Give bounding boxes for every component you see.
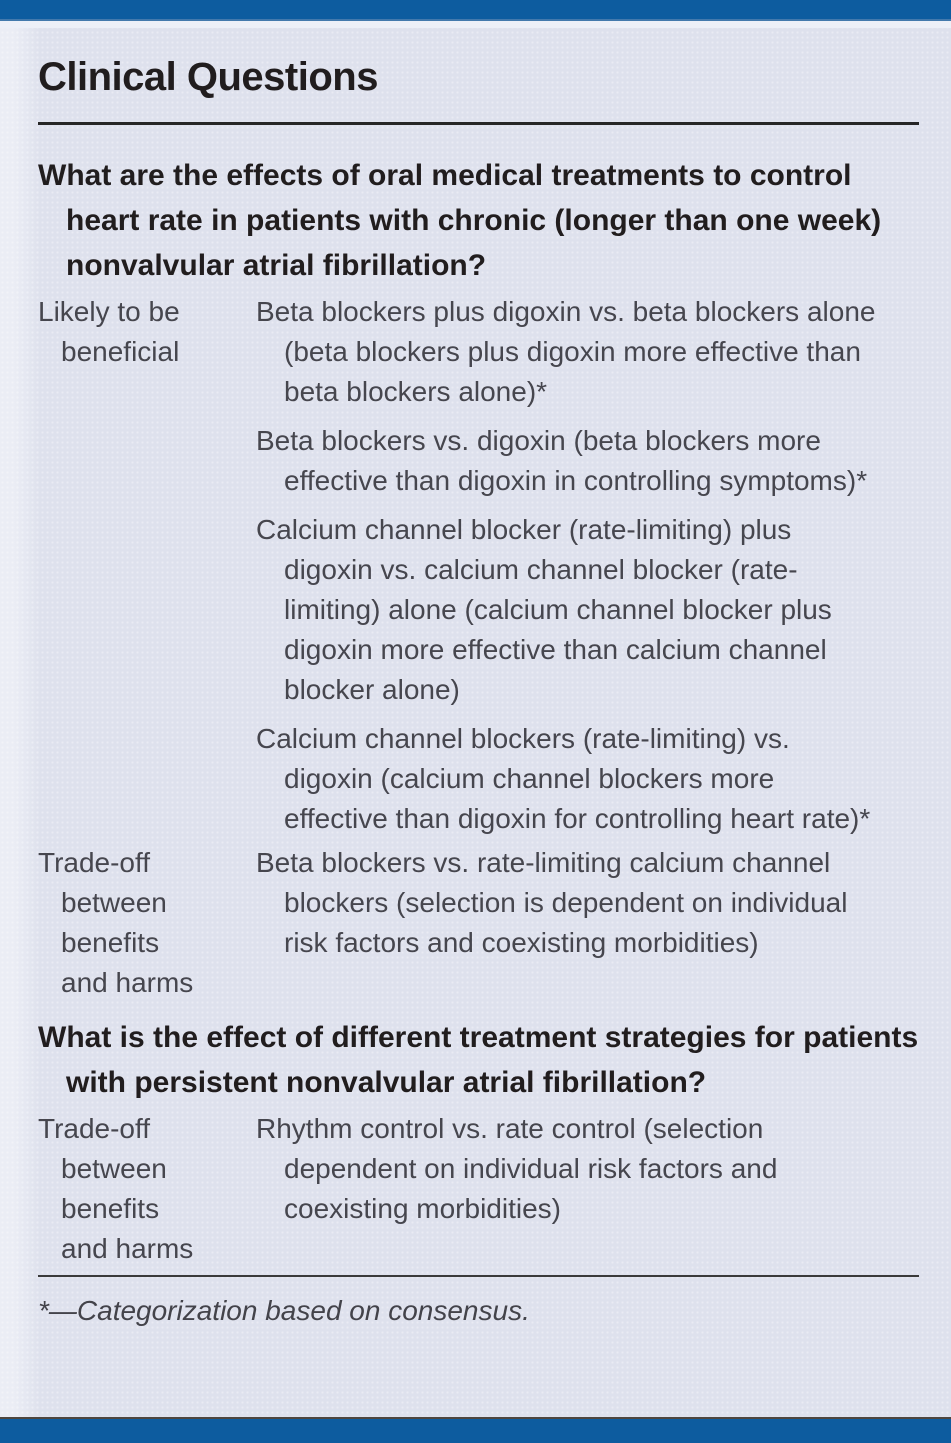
category-label-line: benefits — [61, 927, 160, 958]
category-label-line: Trade-off — [38, 1113, 151, 1144]
category-label-line: benefits — [61, 1193, 160, 1224]
category-label-line: Likely to be — [38, 296, 180, 327]
treatment-items: Beta blockers plus digoxin vs. beta bloc… — [256, 292, 884, 839]
treatment-items: Beta blockers vs. rate-limiting calcium … — [256, 843, 884, 1003]
question-heading-2: What is the effect of different treatmen… — [38, 1021, 919, 1099]
category-label-line: and harms — [61, 1233, 194, 1264]
category-row: Trade-off between benefits and harms Rhy… — [38, 1109, 919, 1269]
treatment-item: Beta blockers vs. digoxin (beta blockers… — [256, 425, 868, 496]
category-label-line: and harms — [61, 967, 194, 998]
panel-title: Clinical Questions — [38, 55, 378, 99]
panel-content: Clinical Questions What are the effects … — [0, 28, 951, 1417]
title-divider — [38, 122, 919, 125]
treatment-item: Calcium channel blockers (rate-limiting)… — [256, 723, 871, 834]
category-label-line: between — [61, 887, 167, 918]
treatment-item: Calcium channel blocker (rate-limiting) … — [256, 514, 832, 705]
footnote: *—Categorization based on consensus. — [38, 1295, 530, 1326]
category-label-line: between — [61, 1153, 167, 1184]
question-section-2: What is the effect of different treatmen… — [38, 1015, 919, 1269]
category-row: Likely to be beneficial Beta blockers pl… — [38, 292, 919, 839]
category-label-line: beneficial — [61, 336, 180, 367]
treatment-item: Rhythm control vs. rate control (selecti… — [256, 1113, 778, 1224]
category-row: Trade-off between benefits and harms Bet… — [38, 843, 919, 1003]
category-label-likely-beneficial: Likely to be beneficial — [38, 292, 256, 839]
question-section-1: What are the effects of oral medical tre… — [38, 153, 919, 1003]
category-label-trade-off: Trade-off between benefits and harms — [38, 1109, 256, 1269]
category-label-trade-off: Trade-off between benefits and harms — [38, 843, 256, 1003]
top-accent-band — [0, 21, 951, 28]
bottom-accent-bar — [0, 1419, 951, 1443]
treatment-item: Beta blockers vs. rate-limiting calcium … — [256, 847, 848, 958]
treatment-items: Rhythm control vs. rate control (selecti… — [256, 1109, 884, 1269]
footnote-divider — [38, 1275, 919, 1277]
category-label-line: Trade-off — [38, 847, 151, 878]
treatment-item: Beta blockers plus digoxin vs. beta bloc… — [256, 296, 876, 407]
question-heading-1: What are the effects of oral medical tre… — [38, 159, 882, 282]
bottom-dark-line — [0, 1417, 951, 1419]
top-accent-bar — [0, 0, 951, 21]
